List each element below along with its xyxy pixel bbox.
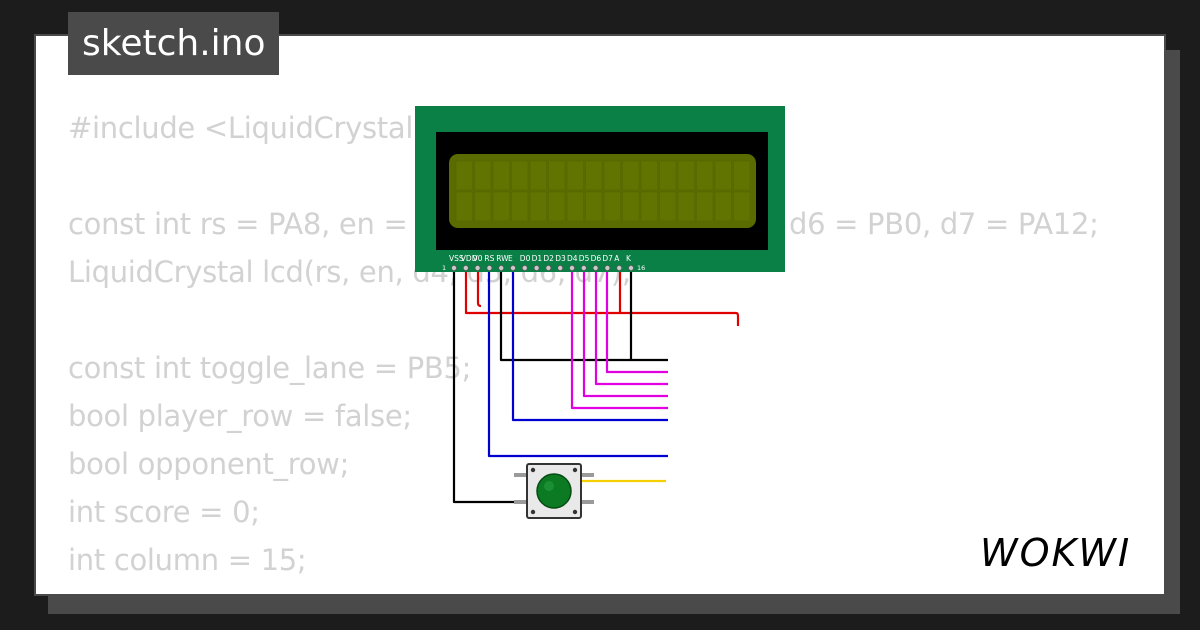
wire-v0 — [476, 268, 482, 308]
lcd-cell — [548, 191, 566, 222]
lcd-cell — [474, 191, 492, 222]
lcd-pin-label: VSS — [449, 254, 464, 263]
lcd-pin-first: 1 — [442, 264, 446, 272]
lcd-cell — [677, 191, 695, 222]
lcd-pin[interactable] — [498, 264, 505, 271]
lcd-pin[interactable] — [557, 264, 564, 271]
lcd-cell — [511, 191, 529, 222]
lcd-cell — [474, 160, 492, 191]
wire-d6 — [594, 268, 668, 386]
wire-e — [511, 268, 668, 422]
lcd-pin[interactable] — [616, 264, 623, 271]
lcd-cell — [714, 160, 732, 191]
code-line: bool opponent_row; — [68, 447, 350, 481]
lcd-cell — [455, 160, 473, 191]
lcd-cell — [455, 191, 473, 222]
lcd-cell — [492, 160, 510, 191]
lcd-character-cells — [455, 160, 751, 222]
lcd-pin[interactable] — [592, 264, 599, 271]
lcd-cell — [714, 191, 732, 222]
lcd-cell — [585, 191, 603, 222]
wire-vss — [452, 268, 528, 504]
lcd-cell — [640, 160, 658, 191]
lcd-cell — [659, 191, 677, 222]
lcd-cell — [492, 191, 510, 222]
lcd-pin-label: D5 — [579, 254, 590, 263]
lcd-pin-label: D4 — [567, 254, 578, 263]
wire-d5 — [582, 268, 668, 398]
lcd-cell — [733, 191, 751, 222]
code-line: int column = 15; — [68, 543, 307, 577]
wire-d7 — [605, 268, 668, 374]
wokwi-logo[interactable]: WOKWI — [978, 526, 1154, 576]
code-line: int score = 0; — [68, 495, 260, 529]
code-line: bool player_row = false; — [68, 399, 412, 433]
lcd-cell — [696, 160, 714, 191]
wire-rw — [499, 268, 668, 362]
pushbutton[interactable] — [514, 463, 594, 519]
lcd-pin-label: D3 — [555, 254, 566, 263]
lcd-cell — [733, 160, 751, 191]
lcd-cell — [585, 160, 603, 191]
lcd-cell — [529, 191, 547, 222]
lcd-pin[interactable] — [474, 264, 481, 271]
lcd-cell — [659, 160, 677, 191]
wokwi-logo-text: WOKWI — [980, 531, 1131, 575]
lcd-pin[interactable] — [569, 264, 576, 271]
lcd-pin-label: E — [508, 254, 513, 263]
filename-tab[interactable]: sketch.ino — [68, 12, 280, 75]
lcd-cell — [677, 160, 695, 191]
lcd-pin[interactable] — [604, 264, 611, 271]
button-cap — [536, 473, 572, 509]
wire-d4 — [570, 268, 668, 410]
lcd-pin[interactable] — [462, 264, 469, 271]
lcd-pin-label: VDD — [461, 254, 478, 263]
lcd-pin-label: V0 — [473, 254, 483, 263]
lcd-pin-label: K — [626, 254, 632, 263]
lcd-pin-label: RW — [496, 254, 509, 263]
lcd-cell — [696, 191, 714, 222]
wire-vdd — [464, 268, 740, 326]
lcd-pin-last: 16 — [637, 264, 645, 272]
lcd-cell — [622, 160, 640, 191]
lcd-pin[interactable] — [545, 264, 552, 271]
lcd-cell — [566, 160, 584, 191]
lcd-pin-label: D6 — [591, 254, 602, 263]
code-line: const int toggle_lane = PB5; — [68, 351, 472, 385]
lcd-pin[interactable] — [450, 264, 457, 271]
lcd-cell — [603, 191, 621, 222]
lcd-pin-headers — [450, 264, 635, 271]
lcd-pin[interactable] — [628, 264, 635, 271]
lcd-cell — [548, 160, 566, 191]
lcd-pin-label: D2 — [543, 254, 554, 263]
lcd-cell — [529, 160, 547, 191]
lcd-cell — [603, 160, 621, 191]
lcd-pin[interactable] — [509, 264, 516, 271]
wires — [452, 268, 740, 504]
lcd-pin[interactable] — [580, 264, 587, 271]
lcd-pin-label: D0 — [520, 254, 531, 263]
wire-rs — [487, 268, 668, 458]
lcd-cell — [566, 191, 584, 222]
lcd-pin[interactable] — [533, 264, 540, 271]
lcd-pin-label: RS — [484, 254, 494, 263]
lcd-cell — [511, 160, 529, 191]
lcd-pin-label: D1 — [532, 254, 543, 263]
lcd-cell — [622, 191, 640, 222]
lcd-cell — [640, 191, 658, 222]
lcd-pin-label: D7 — [602, 254, 613, 263]
lcd-pin[interactable] — [486, 264, 493, 271]
lcd-pin[interactable] — [521, 264, 528, 271]
lcd-pin-label: A — [614, 254, 620, 263]
